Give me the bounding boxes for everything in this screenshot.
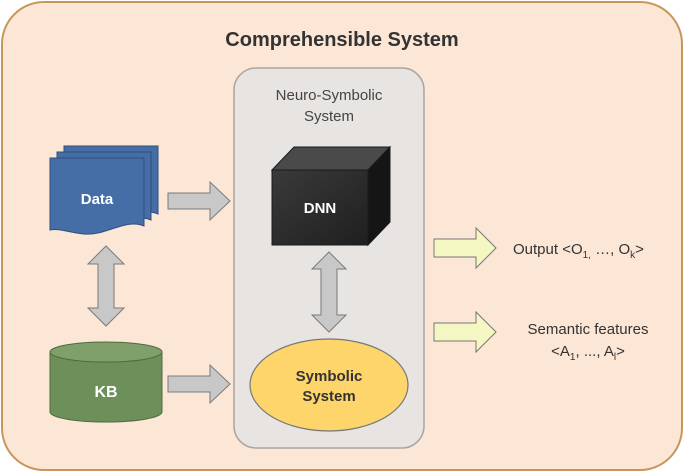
output-label: Output <O1, …, Ok>: [513, 241, 644, 261]
semantic-features-label: Semantic features: [528, 321, 649, 338]
comprehensible-system-title: Comprehensible System: [225, 29, 458, 51]
output-arrow: [433, 226, 497, 270]
semantic-features-arrow: [433, 310, 497, 354]
semantic-sub1: 1: [570, 352, 576, 363]
dnn-cube: DNN: [270, 145, 392, 247]
semantic-mid: , ..., A: [575, 343, 613, 360]
symbolic-system-ellipse: [249, 338, 409, 432]
output-prefix: Output <O: [513, 241, 583, 258]
neuro-symbolic-title-line2: System: [304, 108, 354, 125]
semantic-suffix: >: [616, 343, 625, 360]
symbolic-label-line1: Symbolic: [296, 368, 363, 385]
neuro-symbolic-title-line1: Neuro-Symbolic: [276, 87, 383, 104]
symbolic-label-line2: System: [302, 388, 355, 405]
output-sub1: 1,: [583, 250, 591, 261]
dnn-label: DNN: [304, 200, 337, 217]
output-subk: k: [630, 250, 636, 261]
semantic-features-set: <A1, ..., Al>: [551, 343, 625, 363]
semantic-subl: l: [614, 352, 616, 363]
output-suffix: >: [635, 241, 644, 258]
dnn-symbolic-double-arrow: [310, 251, 348, 333]
data-documents: Data: [49, 145, 159, 235]
semantic-prefix: <A: [551, 343, 570, 360]
output-mid: …, O: [591, 241, 630, 258]
kb-to-symbolic-arrow: [167, 363, 231, 405]
data-to-dnn-arrow: [167, 180, 231, 222]
data-label: Data: [81, 191, 114, 208]
data-kb-double-arrow: [86, 245, 126, 327]
kb-label: KB: [94, 384, 117, 401]
kb-database: KB: [49, 341, 163, 423]
